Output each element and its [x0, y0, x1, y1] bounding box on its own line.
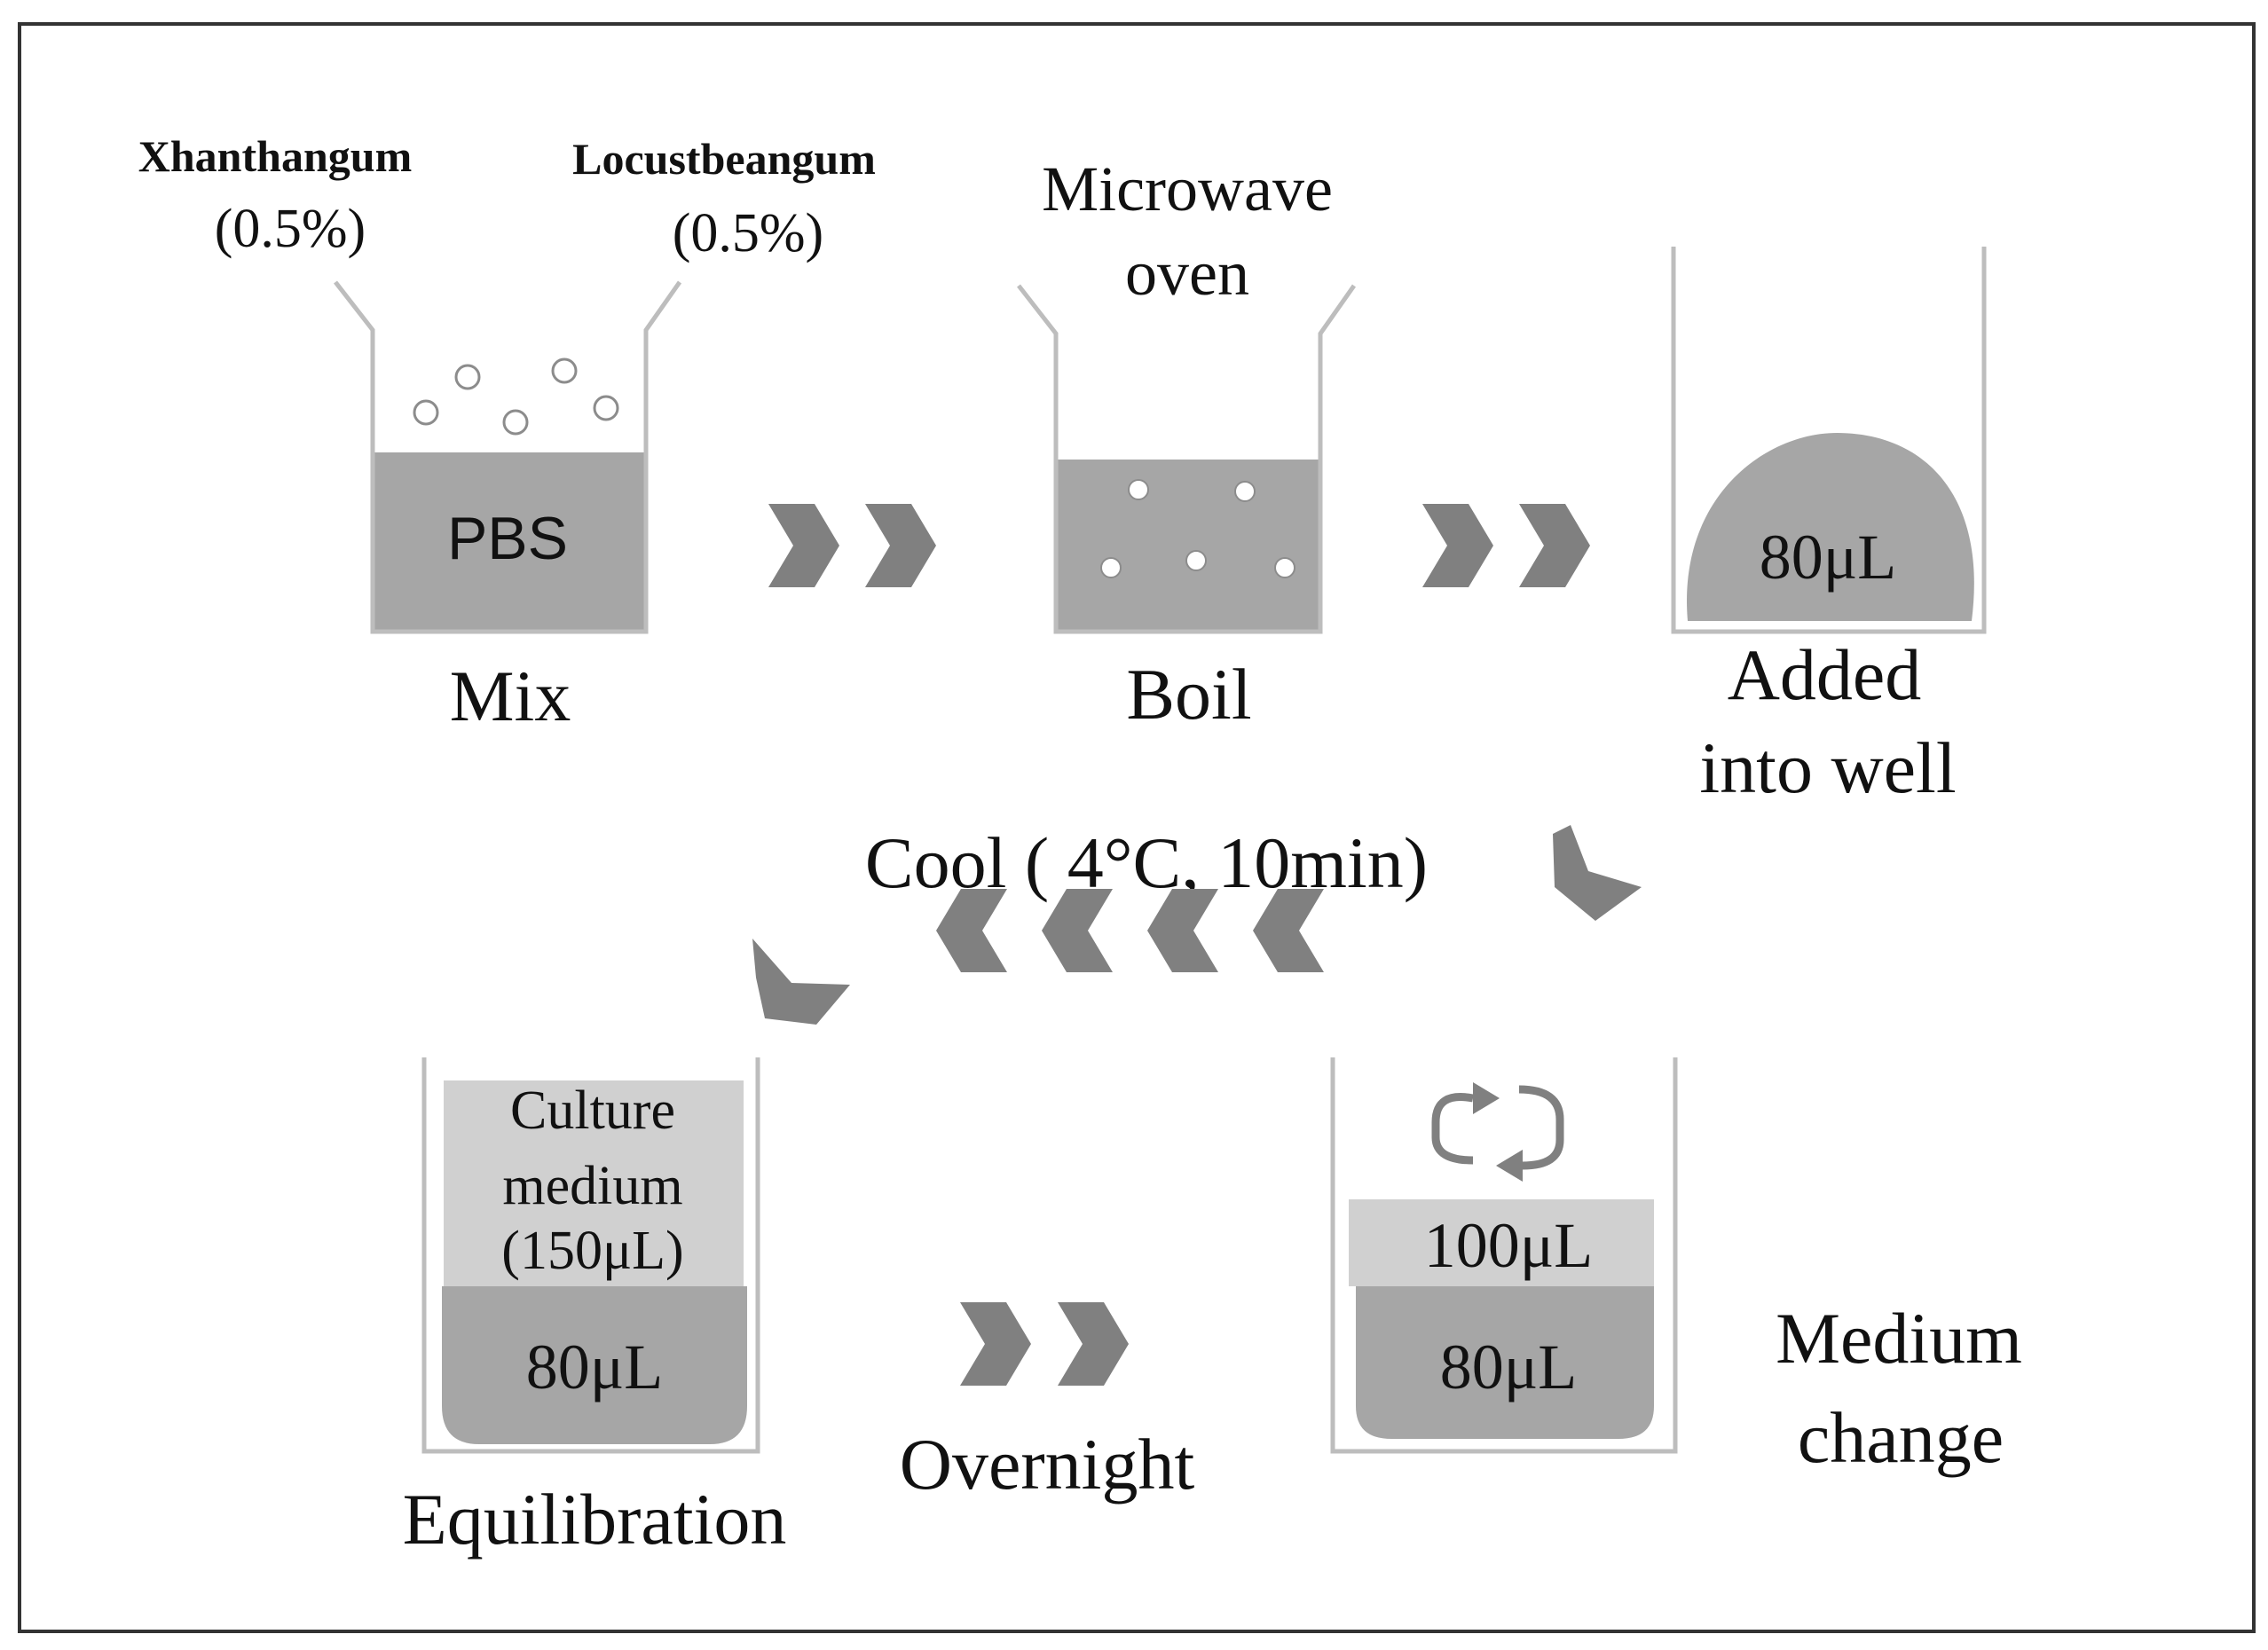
powder-particles [413, 358, 619, 436]
mix-beaker [334, 280, 682, 634]
microwave-label-line-1: Microwave [1042, 153, 1333, 224]
medium-change-well [1330, 1057, 1678, 1454]
diagram-frame [18, 22, 2256, 1633]
new-medium-volume: 100μL [1424, 1210, 1594, 1281]
arrow-mix-to-boil [768, 504, 936, 587]
refresh-icon [1431, 1082, 1564, 1182]
medium-change-step: 100μL 80μL Medium change [1330, 1057, 2022, 1478]
boiling-bubbles [1100, 479, 1295, 578]
boil-beaker [1017, 284, 1357, 634]
boiling-liquid [1056, 460, 1320, 632]
equilibration-step: Culture medium (150μL) 80μL Equilibratio… [403, 1057, 787, 1560]
pbs-label: PBS [447, 505, 568, 572]
arrow-boil-to-add [1422, 504, 1590, 587]
locust-bean-gum-label: Locustbeangum [572, 134, 876, 184]
droplet-volume-label: 80μL [1760, 522, 1897, 593]
culture-medium-line-2: medium [502, 1156, 682, 1216]
xanthan-gum-concentration: (0.5%) [215, 199, 366, 259]
culture-medium-line-3: (150μL) [501, 1221, 683, 1281]
add-label-line-2: into well [1699, 727, 1956, 808]
arrow-overnight [960, 1302, 1129, 1386]
add-label-line-1: Added [1728, 634, 1922, 715]
culture-medium-layer [444, 1080, 744, 1286]
equilibration-gel-volume: 80μL [526, 1332, 664, 1402]
arrow-cool-to-equilibration [752, 939, 850, 1025]
equilibration-well [421, 1057, 760, 1454]
cool-label: Cool ( 4°C, 10min) [865, 822, 1428, 903]
medium-change-label-line-2: change [1798, 1397, 2004, 1478]
equilibration-gel-layer [442, 1286, 747, 1444]
microwave-label-line-2: oven [1125, 238, 1249, 309]
gel-droplet [1687, 433, 1974, 621]
culture-medium-line-1: Culture [510, 1080, 675, 1141]
mix-step: Xhanthangum (0.5%) Locustbeangum (0.5%) … [138, 131, 876, 736]
overnight-label: Overnight [900, 1424, 1195, 1505]
boil-label: Boil [1126, 654, 1251, 735]
equilibration-label: Equilibration [403, 1479, 787, 1560]
medium-change-gel-layer [1356, 1286, 1654, 1439]
arrow-add-to-cool [1553, 825, 1642, 921]
medium-change-label-line-1: Medium [1776, 1298, 2022, 1379]
add-step: 80μL Added into well [1671, 247, 1987, 808]
locust-bean-gum-concentration: (0.5%) [673, 203, 823, 263]
new-medium-layer [1349, 1199, 1654, 1286]
boil-step: Microwave oven Boil [1017, 153, 1357, 735]
pbs-liquid [373, 452, 646, 630]
culture-well [1671, 247, 1987, 634]
medium-change-gel-volume: 80μL [1440, 1332, 1578, 1402]
mix-label: Mix [450, 656, 571, 736]
xanthan-gum-label: Xhanthangum [138, 131, 412, 181]
